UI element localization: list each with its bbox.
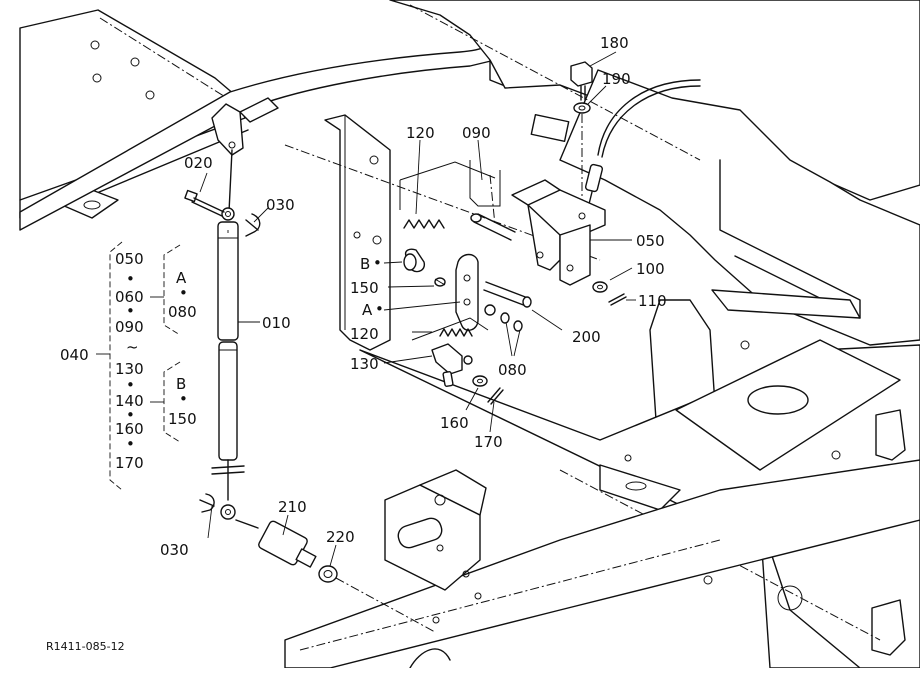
label-010: 010 [262, 314, 291, 332]
kit-b-dot: • [179, 390, 188, 408]
label-090: 090 [462, 124, 491, 142]
kit-tilde: ~ [126, 338, 139, 356]
bracket-lower-left [384, 469, 487, 591]
cable [584, 79, 701, 209]
kit-dot-4: • [126, 406, 135, 424]
leader-lines [199, 51, 636, 567]
pin-090 [469, 160, 516, 241]
label-a-ref: A [362, 301, 373, 319]
label-b-ref: B [360, 255, 370, 273]
kit-item-090: 090 [115, 318, 144, 336]
label-200: 200 [572, 328, 601, 346]
kit-item-170: 170 [115, 454, 144, 472]
kit-item-160: 160 [115, 420, 144, 438]
washer-190 [573, 102, 591, 210]
label-120-lower: 120 [350, 325, 379, 343]
label-190: 190 [602, 70, 631, 88]
kit-a-080: 080 [168, 303, 197, 321]
kit-a-dot: • [179, 284, 188, 302]
kit-dot-5: • [126, 435, 135, 453]
washer-100 [592, 281, 608, 293]
kit-group-040: 040 050 • 060 • 090 ~ 130 • 140 • 160 • … [60, 241, 197, 491]
rod-200 [483, 281, 532, 308]
label-160: 160 [440, 414, 469, 432]
kit-dot-3: • [126, 376, 135, 394]
kit-dot-1: • [126, 270, 135, 288]
clip-030-lower [199, 493, 215, 513]
label-030-upper: 030 [266, 196, 295, 214]
spring-120-lower [411, 317, 489, 341]
kit-item-130: 130 [115, 360, 144, 378]
label-150: 150 [350, 279, 379, 297]
label-040: 040 [60, 346, 89, 364]
label-030-lower: 030 [160, 541, 189, 559]
lever-130 [431, 343, 473, 387]
washer-160 [472, 375, 488, 387]
kit-item-060: 060 [115, 288, 144, 306]
label-100: 100 [636, 260, 665, 278]
a-ref-dot: • [375, 300, 384, 318]
pin-020 [184, 189, 225, 217]
main-frame-right [389, 0, 920, 346]
nut-220 [318, 565, 436, 633]
diagram-id: R1411-085-12 [46, 640, 125, 653]
cotter-110 [608, 293, 627, 306]
label-180: 180 [600, 34, 629, 52]
label-020: 020 [184, 154, 213, 172]
label-210: 210 [278, 498, 307, 516]
gas-spring-010 [211, 149, 245, 520]
clip-030-upper [245, 213, 261, 237]
collar-b-150 [403, 248, 446, 287]
label-120-upper: 120 [406, 124, 435, 142]
cotter-170 [487, 387, 504, 405]
bracket-020-mount [211, 97, 279, 156]
kit-dot-2: • [126, 302, 135, 320]
label-080: 080 [498, 361, 527, 379]
label-220: 220 [326, 528, 355, 546]
label-170: 170 [474, 433, 503, 451]
latch-arm [455, 253, 479, 331]
label-130: 130 [350, 355, 379, 373]
kit-b-150: 150 [168, 410, 197, 428]
b-ref-dot: • [373, 254, 382, 272]
label-110: 110 [638, 292, 667, 310]
label-050: 050 [636, 232, 665, 250]
bushings-080 [484, 304, 523, 332]
kit-item-140: 140 [115, 392, 144, 410]
bracket-050 [511, 179, 606, 286]
socket-210 [235, 519, 317, 568]
kit-b-letter: B [176, 375, 186, 393]
bolt-180 [570, 61, 593, 101]
kit-a-letter: A [176, 269, 187, 287]
kit-item-050: 050 [115, 250, 144, 268]
